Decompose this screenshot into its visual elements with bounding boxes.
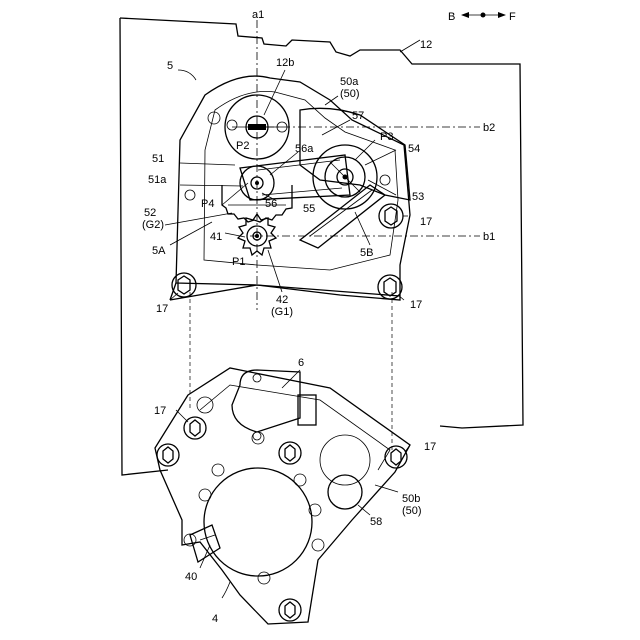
label-17-lower-left: 17 [154,405,166,417]
plate-boss-small [227,120,237,130]
label-40: 40 [185,571,197,583]
direction-back-label: B [448,11,455,23]
label-52-ref: (G2) [142,219,164,231]
axis-label-b2: b2 [483,122,495,134]
label-50b-ref: (50) [402,505,422,517]
label-17-upper-right: 17 [420,216,432,228]
label-42-ref: (G1) [271,306,293,318]
label-P3: P3 [380,131,393,143]
label-5A: 5A [152,245,166,257]
sensor-6 [232,370,316,440]
label-57: 57 [352,110,364,122]
label-4: 4 [212,613,218,625]
label-50a: 50a [340,76,359,88]
label-58: 58 [370,516,382,528]
label-55: 55 [303,203,315,215]
label-6: 6 [298,357,304,369]
label-50a-ref: (50) [340,88,360,100]
plate-boss-left [185,190,195,200]
arrow-left-icon [461,12,469,18]
bolt-17-lower-left [184,417,206,439]
label-53: 53 [412,191,424,203]
label-P4: P4 [201,198,214,210]
axis-label-a1: a1 [252,9,264,21]
label-42: 42 [276,294,288,306]
label-P1: P1 [232,256,245,268]
bolt-lower-bottom [279,599,301,621]
label-17-right: 17 [410,299,422,311]
direction-front-label: F [509,11,516,23]
direction-indicator: B F [448,11,516,23]
label-51a: 51a [148,174,167,186]
label-P2: P2 [236,140,249,152]
label-17-lower-right: 17 [424,441,436,453]
label-54: 54 [408,143,420,155]
bolt-17-upper-right [379,204,403,228]
label-12: 12 [420,39,432,51]
screw-6 [312,539,324,551]
arrow-right-icon [498,12,506,18]
label-41: 41 [210,231,222,243]
motor-40 [190,468,312,576]
plate-boss-right-mid [380,175,390,185]
label-51: 51 [152,153,164,165]
screw-2 [294,474,306,486]
bolt-lower-mid [279,442,301,464]
label-5B: 5B [360,247,373,259]
label-50b: 50b [402,493,420,505]
label-52: 52 [144,207,156,219]
screw-1 [212,464,224,476]
direction-dot [481,13,486,18]
label-56: 56 [265,198,277,210]
label-17-left: 17 [156,303,168,315]
bolt-lower-left-2 [157,444,179,466]
label-5: 5 [167,60,173,72]
lever-55 [300,108,410,248]
label-12b: 12b [276,57,294,69]
axis-label-b1: b1 [483,231,495,243]
screw-3 [199,489,211,501]
label-56a: 56a [295,143,314,155]
